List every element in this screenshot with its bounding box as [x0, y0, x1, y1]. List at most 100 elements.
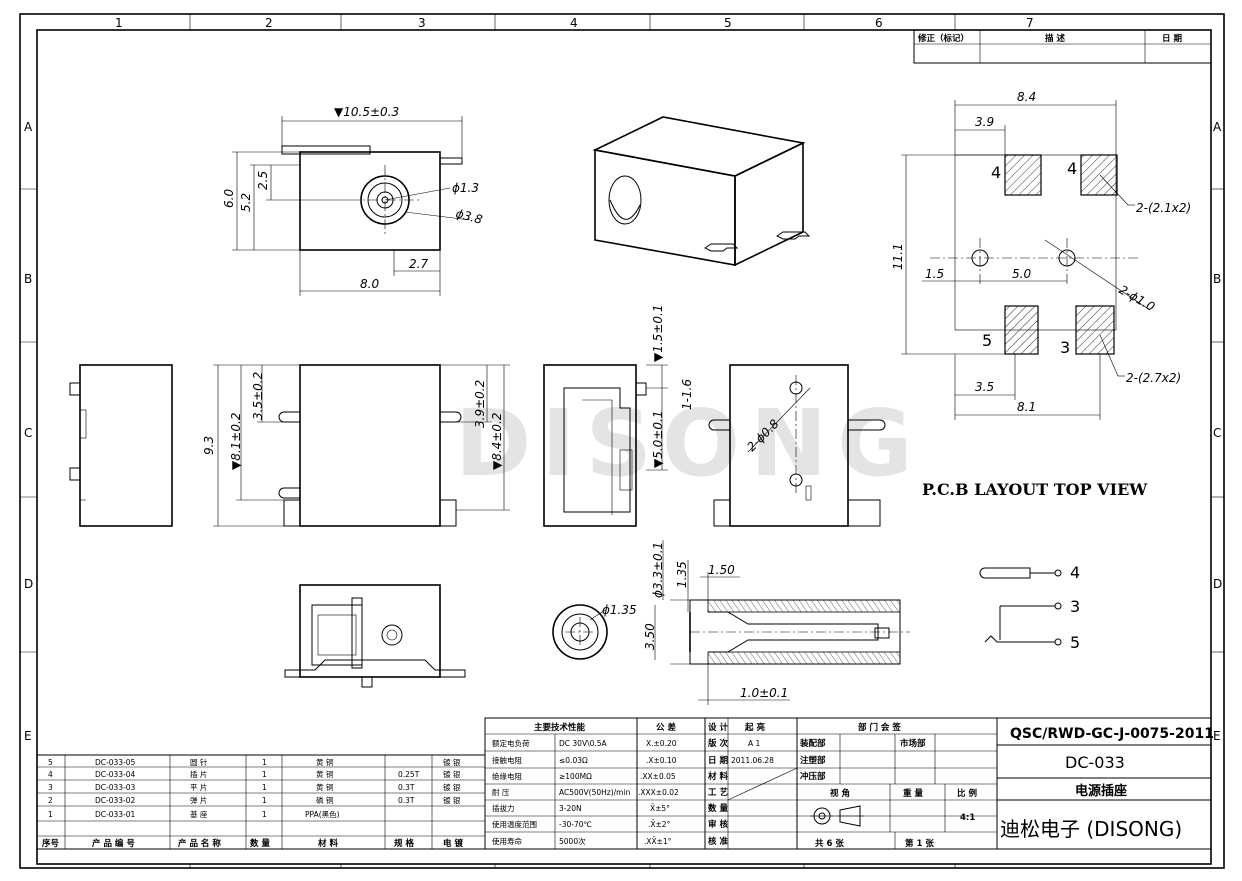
- total-sheets: 共 6 张: [815, 838, 844, 849]
- section-dim-135: 1.35: [675, 561, 689, 588]
- bom-row-3: 3 DC-033-03 平 片 1 黄 铜 0.3T 镀 银: [48, 782, 461, 792]
- approval-date: 2011.06.28: [731, 756, 774, 765]
- side-height-pin-right1: 3.9±0.2: [473, 380, 487, 428]
- section-width-150: 1.50: [708, 563, 735, 577]
- bom-cell: 1: [262, 758, 267, 767]
- pcb-hole-size: 2-ϕ1.0: [1117, 282, 1158, 314]
- view-angle-label: 视 角: [830, 788, 850, 799]
- spec-value: AC500V(50Hz)/min: [559, 788, 631, 797]
- bom-row-5: 1 DC-033-01 基 座 1 PPA(黑色): [48, 809, 340, 819]
- schematic-pin-4: 4: [1070, 563, 1080, 582]
- col-label-2: 2: [265, 16, 273, 30]
- col-label-1: 1: [115, 16, 123, 30]
- side-view-left: [69, 364, 173, 527]
- bom-header-cell: 规 格: [394, 838, 414, 849]
- title-block: QSC/RWD-GC-J-0075-2011 DC-033 电源插座 迪松电子 …: [996, 717, 1214, 850]
- front-body-width: 8.0: [360, 277, 379, 291]
- dept-stamping: 冲压部: [800, 771, 826, 782]
- bom-header-cell: 产 品 名 称: [178, 838, 221, 849]
- approval-label: 设 计: [708, 722, 728, 733]
- bom-cell: 黄 铜: [316, 757, 333, 767]
- dept-molding: 注塑部: [800, 755, 826, 766]
- company-name: 迪松电子 (DISONG): [1000, 817, 1182, 841]
- bom-cell: 镀 银: [443, 757, 461, 767]
- weight-label: 重 量: [903, 788, 923, 799]
- bom-cell: DC-033-01: [95, 810, 136, 819]
- drawing-code: QSC/RWD-GC-J-0075-2011: [1010, 726, 1214, 742]
- bom-cell: 黄 铜: [316, 769, 333, 779]
- bom-header-cell: 电 镀: [443, 838, 463, 849]
- spec-label: 使用温度范围: [492, 819, 537, 829]
- bom-header-cell: 序号: [41, 838, 60, 849]
- part-name: 电源插座: [1075, 783, 1127, 799]
- approval-label: 材 料: [707, 771, 728, 782]
- bottom-view: [284, 584, 466, 688]
- row-label-a: A: [24, 120, 33, 134]
- front-hole-large: ϕ3.8: [454, 206, 484, 227]
- bom-cell: 平 片: [190, 782, 207, 792]
- pcb-bottom-pad-size: 2-(2.7x2): [1126, 371, 1181, 385]
- approval-version: A 1: [748, 739, 761, 748]
- tolerance-value: .XXX±0.02: [638, 788, 679, 797]
- bom-cell: 1: [262, 796, 267, 805]
- schematic-pin-5: 5: [1070, 633, 1080, 652]
- pcb-pin-tr: 4: [1067, 159, 1077, 178]
- bom-cell: 1: [262, 810, 267, 819]
- pcb-pin-bl: 5: [982, 331, 992, 350]
- bom-cell: 镀 银: [443, 795, 461, 805]
- approval-table: 设 计 版 次 日 期 材 料 工 艺 数 量 审 核 核 准 起 亮 A 1 …: [704, 717, 798, 850]
- dept-market: 市场部: [900, 738, 926, 749]
- watermark: DISONG: [455, 390, 923, 497]
- bom-row-4: 2 DC-033-02 弹 片 1 磷 铜 0.3T 镀 银: [48, 795, 461, 805]
- bom-cell: 磷 铜: [316, 795, 333, 805]
- side-height-pin-right2: ▼8.4±0.2: [490, 413, 504, 470]
- bom-cell: 1: [262, 770, 267, 779]
- spec-label: 接触电阻: [492, 755, 522, 765]
- side-view-right: ▼1.5±0.1 1-1.6 ▼5.0±0.1: [543, 305, 694, 527]
- bom-cell: 4: [48, 770, 53, 779]
- front-height-top: 2.5: [256, 171, 270, 190]
- tolerance-value: .XX̄±1°: [644, 837, 672, 846]
- schematic-pin-3: 3: [1070, 597, 1080, 616]
- pcb-pin-br: 3: [1060, 338, 1070, 357]
- row-label-e: E: [24, 729, 32, 743]
- approval-label: 工 艺: [708, 787, 728, 798]
- bom-cell: 1: [48, 810, 53, 819]
- section-view: ϕ3.3±0.1 1.35 3.50 1.50 1.0±0.1: [643, 540, 910, 705]
- revision-mark-header: 修正（标记）: [917, 33, 969, 44]
- col-label-3: 3: [418, 16, 426, 30]
- side-tab-mid: 1-1.6: [680, 379, 694, 410]
- projection-symbol-icon: [810, 805, 864, 827]
- front-height-center: 5.2: [239, 193, 253, 212]
- bom-cell: 黄 铜: [316, 782, 333, 792]
- bom-cell: 0.25T: [398, 770, 420, 779]
- tolerance-value: .X±0.10: [646, 756, 677, 765]
- bom-cell: DC-033-04: [95, 770, 136, 779]
- ratio-label: 比 例: [957, 788, 977, 799]
- pcb-left-width: 3.9: [975, 115, 994, 129]
- pcb-x2: 5.0: [1012, 267, 1031, 281]
- front-pin-width: 2.7: [409, 257, 428, 271]
- bom-header-cell: 材 料: [317, 838, 338, 849]
- schematic-symbol: 4 3 5: [979, 563, 1080, 652]
- revision-table: 修正（标记） 描 述 日 期: [913, 29, 1212, 64]
- zone-labels: 1 2 3 4 5 6 7 A B C D E A B C D E: [24, 16, 1222, 743]
- bom-header-cell: 数 量: [250, 838, 270, 849]
- pcb-layout-title: P.C.B LAYOUT TOP VIEW: [922, 480, 1148, 499]
- pcb-total-width: 8.4: [1017, 90, 1036, 104]
- front-height-total: 6.0: [222, 189, 236, 208]
- col-label-6: 6: [875, 16, 883, 30]
- spec-value: 5000次: [559, 836, 586, 846]
- spec-label: 额定电负荷: [492, 738, 530, 748]
- bom-cell: 弹 片: [190, 795, 207, 805]
- end-view: ϕ1.35: [552, 603, 637, 660]
- drawing-frame: [19, 13, 1225, 869]
- section-height-350: 3.50: [643, 623, 657, 650]
- side-height-pin-small: 3.5±0.2: [251, 372, 265, 420]
- row-label-b: B: [24, 272, 32, 286]
- front-hole-small: ϕ1.3: [452, 181, 479, 195]
- side-height-pin-left: ▼8.1±0.2: [229, 413, 243, 470]
- bom-cell: 0.3T: [398, 796, 415, 805]
- side-height-total: 9.3: [202, 436, 216, 455]
